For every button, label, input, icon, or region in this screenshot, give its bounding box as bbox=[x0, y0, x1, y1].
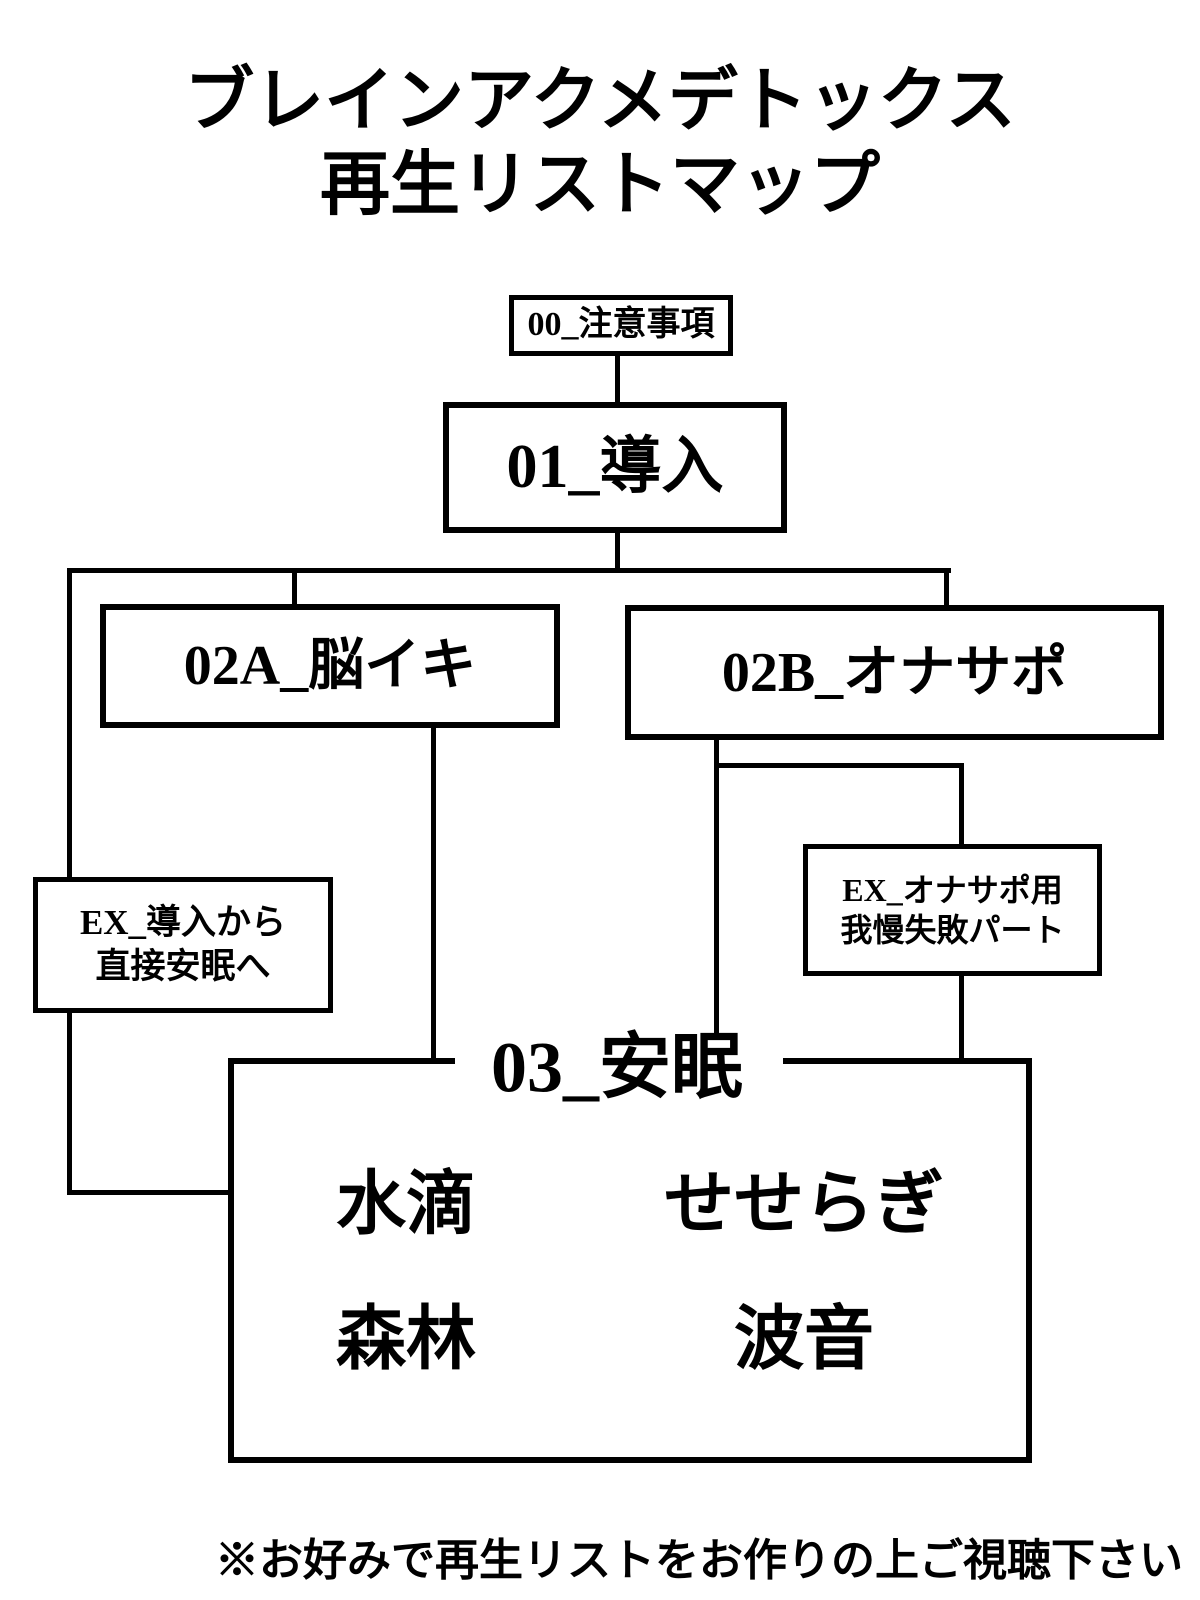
node-ex-direct-line-1: EX_導入から bbox=[79, 903, 287, 943]
node-ex-direct-line-2: 直接安眠へ bbox=[95, 947, 271, 986]
node-ex-failure-line-2: 我慢失敗パート bbox=[840, 912, 1065, 948]
box-03-top-edge-left bbox=[228, 1058, 455, 1064]
node-02a-brain-climax: 02A_脳イキ bbox=[100, 604, 560, 728]
page-title: ブレインアクメデトックス 再生リストマップ bbox=[0, 58, 1200, 226]
connector-branch-to-02a bbox=[292, 568, 297, 608]
box-03-top-edge-right bbox=[783, 1058, 1032, 1064]
node-01-intro: 01_導入 bbox=[443, 402, 787, 533]
connector-left-to-03 bbox=[67, 1190, 234, 1195]
connector-02a-to-03 bbox=[431, 722, 436, 1062]
node-ex-failure-part: EX_オナサポ用 我慢失敗パート bbox=[803, 844, 1102, 976]
connector-branch-to-02b bbox=[944, 568, 949, 609]
node-03-sleep: 水滴 せせらぎ 森林 波音 bbox=[228, 1058, 1032, 1463]
connector-branch-horizontal bbox=[67, 568, 951, 573]
connector-02b-to-ex-vertical bbox=[959, 763, 964, 848]
connector-00-to-01 bbox=[615, 354, 620, 404]
node-02b-support: 02B_オナサポ bbox=[625, 605, 1164, 740]
node-ex-failure-line-1: EX_オナサポ用 bbox=[842, 872, 1063, 908]
connector-02b-to-ex-horizontal bbox=[714, 763, 964, 768]
connector-02b-to-03 bbox=[714, 736, 719, 1040]
connector-01-to-branch bbox=[615, 531, 620, 571]
sleep-item-stream: せせらぎ bbox=[664, 1166, 944, 1244]
sleep-item-water-drops: 水滴 bbox=[336, 1166, 476, 1244]
node-02a-label: 02A_脳イキ bbox=[183, 635, 477, 697]
node-00-label: 00_注意事項 bbox=[527, 306, 715, 344]
title-line-2: 再生リストマップ bbox=[320, 145, 880, 223]
sleep-item-forest: 森林 bbox=[336, 1301, 476, 1379]
node-01-label: 01_導入 bbox=[506, 432, 724, 501]
footnote: ※お好みで再生リストをお作りの上ご視聴下さい bbox=[215, 1536, 1183, 1585]
node-03-label: 03_安眠 bbox=[490, 1027, 744, 1108]
node-00-precautions: 00_注意事項 bbox=[509, 295, 733, 356]
node-ex-direct-to-sleep: EX_導入から 直接安眠へ bbox=[33, 877, 333, 1013]
sleep-item-waves: 波音 bbox=[734, 1301, 874, 1379]
title-line-1: ブレインアクメデトックス bbox=[184, 61, 1016, 139]
node-02b-label: 02B_オナサポ bbox=[721, 641, 1068, 704]
connector-ex-to-03 bbox=[959, 972, 964, 1062]
